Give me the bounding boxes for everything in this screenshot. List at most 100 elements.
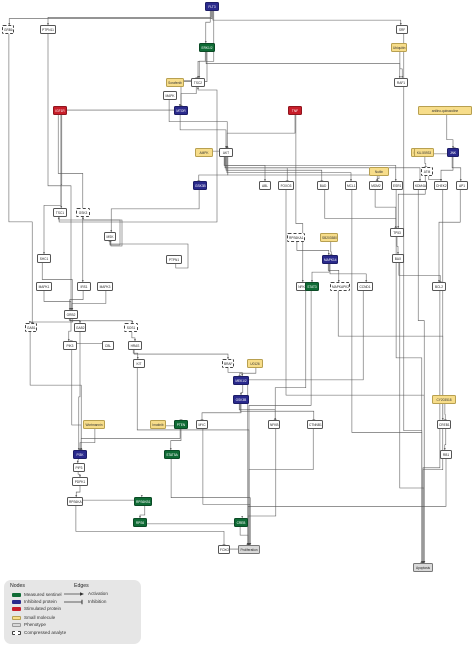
node-kit: KIT <box>133 359 145 368</box>
activation-arrow-icon <box>227 357 229 359</box>
activation-arrow-icon <box>57 217 60 219</box>
edge-akt-esr1 <box>223 157 397 181</box>
activation-arrow-icon <box>43 252 45 254</box>
edge-wortmannin-pi3k <box>79 429 96 450</box>
activation-arrow-icon <box>197 87 199 89</box>
edge-mapk14-ccnd1 <box>329 264 367 282</box>
activation-arrow-icon <box>401 76 404 78</box>
edge-kit-proliferation <box>136 368 250 545</box>
activation-arrow-icon <box>398 76 401 78</box>
edge-jnk-ap1 <box>451 157 462 181</box>
edge-akt-bad <box>225 157 323 181</box>
activation-arrow-icon <box>136 357 139 359</box>
activation-arrow-icon <box>452 146 454 148</box>
edge-gab2-pi3k <box>78 332 81 450</box>
node-tsc1: TSC1 <box>53 208 67 217</box>
node-creb1: CREB1 <box>437 420 451 429</box>
activation-arrow-icon <box>423 561 426 563</box>
edge-mapkapk2-creb1 <box>337 291 444 420</box>
edge-ctnnb1-proliferation <box>248 429 314 545</box>
node-u0126: U0126 <box>247 359 263 368</box>
activation-arrow-icon <box>81 280 84 282</box>
node-tsc2: TSC2 <box>191 78 205 87</box>
activation-arrow-icon <box>28 321 31 323</box>
node-ccnd1: CCND1 <box>357 282 373 291</box>
node-mcl1: MCL1 <box>345 181 357 190</box>
node-mapk1: MAPK1 <box>36 282 52 291</box>
activation-arrow-icon <box>420 561 423 563</box>
node-cbl: CBL <box>102 341 114 350</box>
node-irs1: IRS1 <box>77 282 91 291</box>
activation-arrow-icon <box>365 280 368 282</box>
node-mek12: MEK1/2 <box>233 376 249 385</box>
edge-tp53-bax <box>396 237 399 254</box>
legend-label-sentinel: Measured sentinel <box>24 592 62 597</box>
edge-tsc2-mtor <box>180 87 197 106</box>
node-grb2: GRB2 <box>64 310 78 319</box>
edge-mapk14-stat3 <box>311 264 330 282</box>
edge-gsk3b2-myc <box>201 404 242 420</box>
node-pip3: PIP3 <box>73 463 85 472</box>
activation-arrow-icon <box>443 448 446 450</box>
edge-flt3-grb10 <box>8 11 213 25</box>
activation-arrow-icon <box>311 280 313 282</box>
node-shc1: SHC1 <box>37 254 51 263</box>
edge-erk12-raf1 <box>205 52 401 78</box>
node-bax: BAX <box>392 254 404 263</box>
edge-mapk3-grb2 <box>71 291 107 310</box>
node-abl: ABL <box>259 181 271 190</box>
edge-gsk3b2-nfkb <box>238 404 276 420</box>
node-myc: MYC <box>196 420 208 429</box>
node-gab1: GAB1 <box>25 323 37 332</box>
edge-akt-mdm2 <box>227 157 378 181</box>
edge-chek2-apoptosis <box>422 190 444 563</box>
node-imatinib: Imatinib <box>150 420 166 429</box>
activation-arrow-icon <box>131 321 134 323</box>
node-hras: HRAS <box>128 341 142 350</box>
edge-bax-apoptosis <box>399 263 425 563</box>
activation-arrow-icon <box>80 592 84 596</box>
edge-igf1r-shc1 <box>43 115 62 254</box>
edge-myc-proliferation <box>202 429 251 545</box>
node-proliferation: Proliferation <box>238 545 260 554</box>
edge-ccnd1-proliferation <box>247 291 364 545</box>
activation-arrow-icon <box>419 179 421 181</box>
node-pi3k: PI3K <box>73 450 87 459</box>
node-atm: ATM <box>421 167 433 176</box>
legend-label-compressed: Compressed analyte <box>24 630 67 635</box>
activation-arrow-icon <box>80 448 83 450</box>
edge-flt3-srf <box>212 11 402 25</box>
edge-nfkbia-nfkb <box>274 291 307 420</box>
edge-foxo3-apoptosis <box>285 190 425 563</box>
node-msk: MSK <box>104 232 116 241</box>
node-creb: CREB <box>234 518 248 527</box>
edge-mtor-akt <box>179 115 227 148</box>
legend-nodes-title: Nodes <box>10 583 25 589</box>
node-tp53: TP53 <box>390 228 404 237</box>
legend: Nodes Edges Measured sentinel Inhibited … <box>4 580 141 644</box>
edge-hras-braf <box>133 350 229 359</box>
edge-tsc1-tsc2 <box>58 87 218 223</box>
edge-shc1-grb2 <box>41 263 73 310</box>
edge-stat5a-proliferation <box>170 459 251 545</box>
activation-arrow-icon <box>327 253 330 255</box>
activation-arrow-icon <box>8 23 11 25</box>
node-srf: SRF <box>396 25 408 34</box>
activation-arrow-icon <box>204 41 207 43</box>
node-igf1r: IGF1R <box>53 106 67 115</box>
node-ctnnb1: CTNNB1 <box>307 420 323 429</box>
node-gsk3: GSK3 <box>76 208 90 217</box>
node-cy20518: CY203518 <box>432 395 456 404</box>
node-tnf: TNF <box>288 106 302 115</box>
node-nutlin: Nutlin <box>369 167 389 176</box>
edge-rps6-creb <box>137 518 243 527</box>
activation-arrow-icon <box>337 280 340 282</box>
edge-nfkb-proliferation <box>247 429 277 545</box>
node-gsk3b: GSK3B <box>193 181 207 190</box>
legend-label-inhibition: Inhibition <box>88 599 107 604</box>
edge-bad-tp53 <box>324 190 397 228</box>
activation-arrow-icon <box>226 146 229 148</box>
activation-arrow-icon <box>134 339 136 341</box>
activation-arrow-icon <box>248 543 250 545</box>
